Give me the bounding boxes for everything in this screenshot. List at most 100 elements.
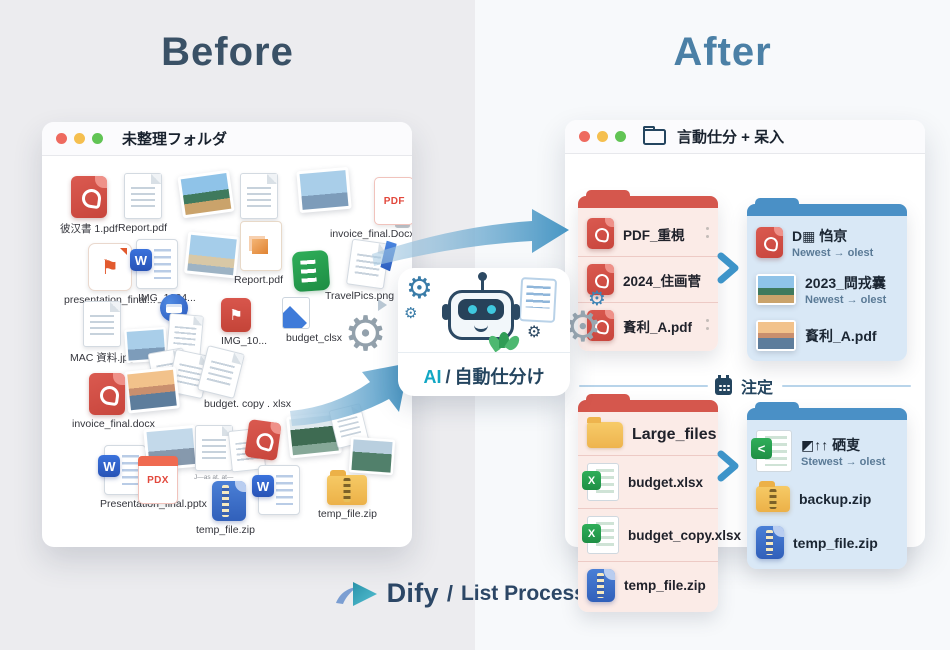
file-icon-doc bbox=[197, 345, 246, 399]
zip-blue-icon bbox=[587, 569, 615, 602]
file-item[interactable] bbox=[240, 173, 278, 219]
file-row[interactable]: Large_files bbox=[578, 415, 718, 455]
file-item[interactable]: Report.pdf bbox=[234, 221, 285, 286]
file-item[interactable]: Report.pdf bbox=[118, 173, 167, 234]
file-row[interactable]: budget.xlsx bbox=[578, 455, 718, 508]
file-item[interactable]: PDX bbox=[138, 456, 178, 504]
file-label: TravelPics.png bbox=[325, 290, 395, 302]
row-label: ◩↑↑ 硒叓 bbox=[801, 436, 861, 453]
file-label: 彼汉書 1.pdf bbox=[60, 223, 118, 235]
divider-line bbox=[579, 385, 708, 387]
before-heading: Before bbox=[161, 30, 294, 74]
traffic-light-zoom[interactable] bbox=[92, 133, 103, 144]
row-sub-label: Stewest → olest bbox=[801, 455, 886, 468]
after-titlebar: 言動仕分 + 呆入 bbox=[565, 120, 925, 154]
file-row[interactable]: 賌利_A.pdf bbox=[578, 302, 718, 348]
gear-icon: ⚙ bbox=[564, 302, 602, 351]
file-item[interactable]: ⚑presentation_final... bbox=[64, 243, 156, 306]
dify-logo-icon bbox=[335, 581, 377, 606]
folder-tab bbox=[747, 402, 907, 420]
file-icon-photo bbox=[296, 166, 352, 214]
file-row[interactable]: ◩↑↑ 硒叓 Stewest → olest bbox=[747, 423, 907, 479]
file-item[interactable]: temp_file.zip bbox=[318, 470, 377, 520]
file-icon-bookmark bbox=[380, 240, 397, 272]
brand-footer: Dify / List Processing bbox=[0, 578, 950, 609]
file-label: Presentation_final.pptx bbox=[100, 498, 207, 510]
row-label: temp_file.zip bbox=[793, 534, 878, 551]
traffic-light-close[interactable] bbox=[579, 131, 590, 142]
file-item[interactable] bbox=[177, 169, 235, 219]
file-label: invoice_final.docx bbox=[72, 418, 155, 430]
gear-icon: ⚙ bbox=[404, 304, 418, 322]
calendar-icon bbox=[715, 374, 732, 395]
file-icon-page-blue bbox=[282, 297, 311, 329]
after-heading: After bbox=[673, 30, 772, 74]
row-label: PDF_重梘 bbox=[623, 227, 685, 243]
gear-icon: ⚙ bbox=[588, 286, 606, 310]
sort-divider: 注定 bbox=[579, 374, 912, 398]
file-row[interactable]: temp_file.zip bbox=[578, 561, 718, 609]
file-item[interactable] bbox=[183, 231, 241, 279]
photo-icon bbox=[756, 274, 796, 305]
file-item[interactable]: J—as at. at— bbox=[194, 425, 233, 481]
file-item[interactable]: TravelPics.png bbox=[325, 238, 402, 302]
file-item[interactable]: MAC 資料.jpg bbox=[70, 301, 134, 365]
file-row[interactable]: PDF_重梘 bbox=[578, 211, 718, 256]
file-item[interactable] bbox=[244, 419, 282, 461]
folder-panel-pdf-group: PDF_重梘 2024_住画菅賌利_A.pdf bbox=[578, 190, 718, 351]
file-label: invoice_final.Docx bbox=[330, 228, 412, 240]
file-label: IMG_10... bbox=[221, 335, 268, 347]
file-label: budget. copy . xlsx bbox=[204, 398, 291, 410]
file-row[interactable]: 2024_住画菅 bbox=[578, 256, 718, 302]
file-label: budget_clsx bbox=[286, 332, 343, 344]
file-icon-doc bbox=[123, 173, 162, 219]
file-icon-photo bbox=[177, 169, 235, 219]
file-item[interactable] bbox=[346, 435, 398, 477]
file-item[interactable]: budget. copy . xlsx bbox=[178, 345, 291, 410]
before-window-title: 未整理フォルダ bbox=[122, 131, 228, 148]
file-row[interactable]: backup.zip bbox=[747, 479, 907, 519]
row-label: budget_copy.xlsx bbox=[628, 527, 742, 543]
file-icon-pdf-file: PDF bbox=[374, 177, 412, 225]
file-item[interactable]: PDF invoice_final.Docx bbox=[330, 177, 412, 240]
zip-folder-icon bbox=[756, 481, 790, 512]
after-window-title: 言動仕分 + 呆入 bbox=[677, 129, 785, 146]
file-item[interactable] bbox=[382, 241, 395, 271]
file-item[interactable] bbox=[296, 166, 352, 214]
traffic-light-minimize[interactable] bbox=[597, 131, 608, 142]
before-titlebar: 未整理フォルダ bbox=[42, 122, 412, 156]
ai-card-label: AI/自動仕分け bbox=[423, 367, 545, 387]
traffic-light-close[interactable] bbox=[56, 133, 67, 144]
file-row[interactable]: budget_copy.xlsx bbox=[578, 508, 741, 561]
file-item[interactable]: invoice_final.docx bbox=[66, 373, 155, 430]
file-item[interactable]: temp_file.zip bbox=[196, 481, 259, 536]
traffic-light-zoom[interactable] bbox=[615, 131, 626, 142]
file-item[interactable]: 彼汉書 1.pdf bbox=[60, 176, 118, 236]
drag-dots-icon bbox=[705, 318, 709, 322]
file-icon-doc bbox=[83, 301, 122, 347]
file-row[interactable]: temp_file.zip bbox=[747, 519, 907, 566]
pdf-icon bbox=[587, 264, 614, 295]
file-icon-pdf-file: PDX bbox=[138, 456, 178, 504]
file-label: MAC 資料.jpg bbox=[70, 352, 135, 364]
file-item[interactable]: budget_clsx bbox=[268, 297, 342, 344]
file-label: Report.pdf bbox=[118, 222, 168, 234]
file-item[interactable]: ⚑ IMG_10... bbox=[213, 298, 267, 347]
pdf-icon bbox=[587, 310, 614, 341]
file-item[interactable] bbox=[252, 465, 300, 515]
traffic-light-minimize[interactable] bbox=[74, 133, 85, 144]
file-row[interactable]: 賌利_A.pdf bbox=[747, 313, 907, 358]
leaf-icon bbox=[486, 332, 522, 353]
file-icon-photo bbox=[183, 231, 241, 279]
drag-dots-icon bbox=[705, 226, 709, 230]
gear-icon: ⚙ bbox=[527, 322, 542, 341]
file-icon-pdf bbox=[70, 176, 107, 218]
gear-icon: ⚙ bbox=[344, 306, 388, 362]
flag-icon: ⚑ bbox=[229, 305, 243, 324]
file-item[interactable] bbox=[291, 249, 331, 293]
